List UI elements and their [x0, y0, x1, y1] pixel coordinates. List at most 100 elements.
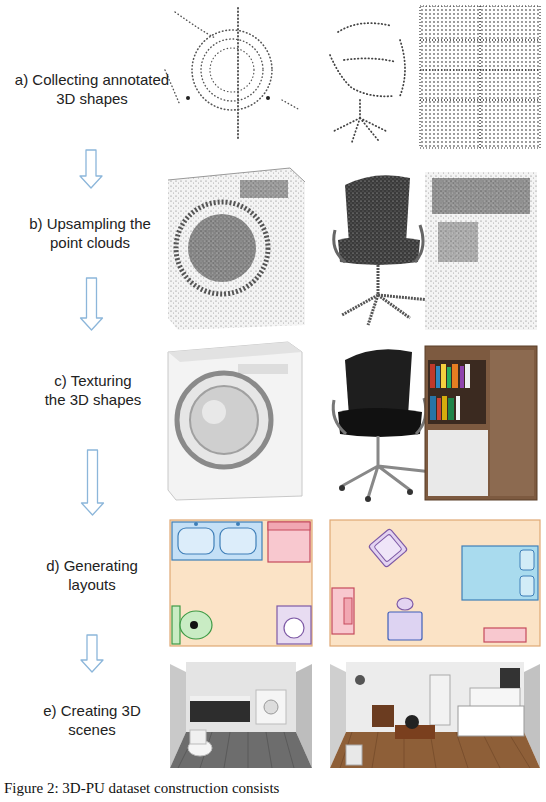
office-chair-part — [338, 408, 422, 437]
bathroom-layout-part — [178, 528, 214, 554]
washing-machine-part — [202, 400, 226, 424]
bathroom-layout-part — [277, 606, 311, 644]
bookshelf-part — [460, 366, 464, 388]
chair-point-cloud-part — [330, 55, 392, 96]
chair-point-cloud-part — [359, 100, 361, 118]
bathroom-scene-part — [256, 690, 286, 724]
chair-point-cloud-part — [400, 40, 405, 96]
step-text: e) Creating 3D scenes — [36, 701, 148, 739]
bookshelf-part — [456, 396, 460, 420]
bedroom-layout-part — [330, 520, 540, 646]
bedroom-scene-part — [430, 675, 450, 725]
office-chair-part — [333, 398, 426, 434]
office-chair — [333, 349, 435, 502]
bathroom-layout-part — [180, 611, 212, 639]
bathroom-layout-part — [236, 522, 240, 526]
bedroom-scene-part — [372, 705, 394, 727]
bookshelf-part — [448, 398, 454, 420]
washer-point-cloud-part — [282, 100, 300, 110]
bedroom-layout — [330, 520, 540, 646]
washing-machine-part — [168, 342, 302, 362]
bookshelf-part — [425, 346, 537, 500]
chair-dense-cloud-part — [338, 236, 420, 265]
flow-arrow — [80, 150, 102, 188]
bookshelf — [425, 346, 537, 500]
step-text: b) Upsampling the point clouds — [23, 214, 158, 252]
bathroom-scene — [170, 662, 312, 768]
washing-machine-part — [238, 364, 288, 374]
washer-point-cloud-part — [210, 48, 254, 92]
shelf-point-cloud-part — [420, 6, 540, 148]
bookshelf-part — [442, 396, 447, 420]
shelf-dense-cloud-part — [425, 172, 537, 330]
washer-dense-cloud-part — [168, 168, 305, 330]
chair-point-cloud-part — [332, 118, 388, 142]
bathroom-layout-part — [172, 606, 180, 644]
washer-dense-cloud-part — [240, 180, 288, 198]
washer-dense-cloud-part — [168, 168, 305, 182]
washer-point-cloud-part — [266, 96, 270, 100]
flow-arrow — [81, 635, 103, 672]
step-label: d) Generating layouts — [38, 515, 146, 635]
shelf-point-cloud — [420, 6, 540, 148]
step-text: a) Collecting annotated 3D shapes — [6, 70, 178, 108]
office-chair-part — [365, 496, 371, 502]
bathroom-scene-part — [190, 730, 206, 744]
washing-machine-part — [190, 386, 258, 454]
bookshelf-part — [447, 367, 451, 388]
bedroom-layout-part-part — [374, 534, 402, 562]
step-label: b) Upsampling the point clouds — [23, 188, 158, 278]
step-label: a) Collecting annotated 3D shapes — [6, 28, 178, 150]
bedroom-layout-part — [462, 546, 538, 600]
washer-dense-cloud-part — [176, 202, 268, 294]
bathroom-layout-part — [194, 522, 198, 526]
chair-dense-cloud — [334, 175, 430, 325]
office-chair-part — [342, 436, 432, 498]
bathroom-scene-part — [190, 700, 250, 722]
washer-point-cloud-part — [175, 12, 215, 38]
bedroom-scene — [330, 662, 540, 768]
step-label: e) Creating 3D scenes — [36, 672, 148, 768]
shelf-point-cloud-part — [420, 6, 540, 148]
bookshelf-part — [465, 364, 470, 388]
washer-point-cloud-part — [186, 96, 190, 100]
bookshelf-part — [430, 396, 436, 420]
step-text: c) Texturing the 3D shapes — [43, 371, 143, 409]
washing-machine — [168, 342, 302, 500]
bathroom-scene-part — [190, 696, 250, 701]
office-chair-part — [339, 485, 345, 491]
washer-dense-cloud — [168, 168, 305, 330]
flow-arrow — [82, 450, 104, 515]
office-chair-part — [407, 489, 413, 495]
bookshelf-part — [490, 350, 534, 496]
step-text: d) Generating layouts — [38, 556, 146, 594]
bedroom-scene-part — [355, 675, 365, 685]
bathroom-layout-part — [170, 520, 312, 646]
washer-point-cloud-part — [237, 8, 239, 140]
chair-point-cloud-part — [338, 23, 392, 32]
bathroom-layout-part — [268, 522, 310, 530]
bedroom-layout-part — [397, 598, 413, 610]
bedroom-layout-part — [520, 576, 534, 596]
bookshelf-part — [441, 364, 446, 388]
chair-dense-cloud-part — [334, 225, 423, 262]
washer-point-cloud-part — [201, 39, 263, 101]
bedroom-scene-part — [500, 668, 520, 688]
bookshelf-part — [428, 360, 486, 424]
bookshelf-part — [425, 346, 537, 500]
washing-machine-part — [168, 342, 302, 500]
bookshelf-part — [437, 398, 441, 420]
bedroom-layout-part-part — [368, 528, 407, 567]
bedroom-scene-part — [346, 745, 362, 765]
bookshelf-part — [436, 366, 440, 388]
bathroom-layout-part — [190, 621, 198, 629]
bedroom-layout-part — [484, 628, 526, 642]
bathroom-layout-part — [172, 522, 262, 560]
bookshelf-part — [452, 364, 458, 388]
bathroom-layout — [170, 520, 312, 646]
bathroom-layout-part — [284, 618, 304, 638]
bedroom-scene-part — [405, 715, 419, 729]
shelf-point-cloud-part — [420, 6, 540, 148]
chair-point-cloud — [330, 23, 405, 142]
bathroom-layout-part — [220, 528, 256, 554]
